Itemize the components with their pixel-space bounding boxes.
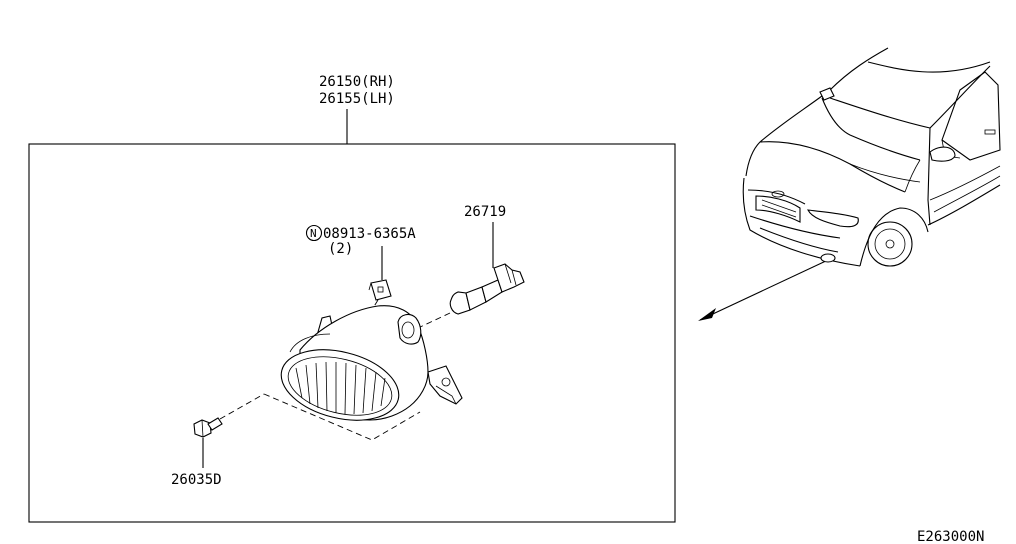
callout-assembly-lh[interactable]: 26155(LH) bbox=[319, 91, 395, 107]
screw-part[interactable] bbox=[193, 417, 223, 438]
callout-screw[interactable]: 26035D bbox=[171, 472, 222, 488]
dashed-mounting-outline bbox=[263, 393, 421, 441]
fog-lamp-housing[interactable] bbox=[274, 305, 463, 432]
callout-nut-part[interactable]: 08913-6365A bbox=[323, 226, 416, 242]
diagram-code: E263000N bbox=[917, 529, 984, 544]
callout-assembly-rh[interactable]: 26150(RH) bbox=[319, 74, 395, 90]
dashed-screw-to-lamp bbox=[219, 393, 265, 420]
nut-symbol-circle: N bbox=[305, 224, 323, 242]
bulb-part[interactable] bbox=[449, 263, 525, 315]
clip-nut-part[interactable] bbox=[368, 279, 392, 301]
callout-bulb[interactable]: 26719 bbox=[464, 204, 506, 220]
dashed-bulb-to-lamp bbox=[417, 312, 451, 329]
vehicle-front-view bbox=[742, 47, 1001, 267]
nut-symbol-letter: N bbox=[310, 227, 317, 240]
location-arrow-head bbox=[698, 308, 716, 321]
location-arrow-line bbox=[699, 259, 829, 321]
assembly-frame bbox=[28, 143, 676, 523]
callout-nut-qty: (2) bbox=[328, 241, 353, 257]
